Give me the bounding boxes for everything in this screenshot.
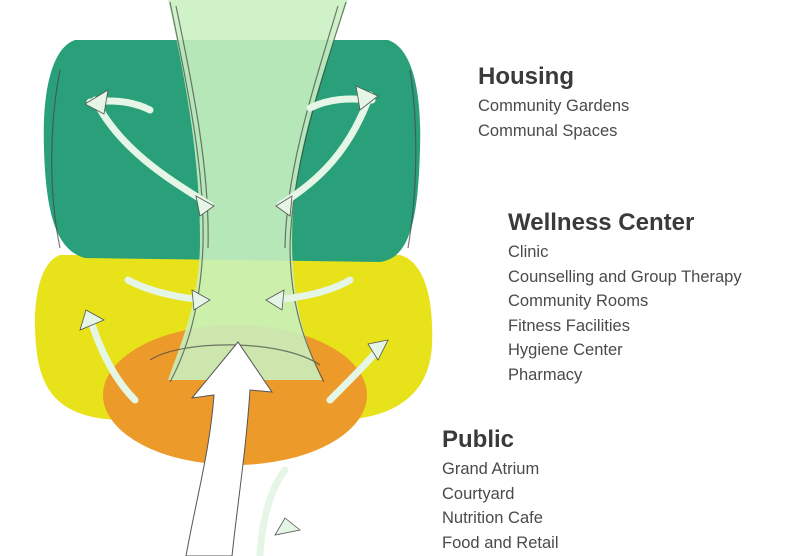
list-item: Clinic [508,240,742,265]
list-item: Counselling and Group Therapy [508,265,742,290]
section-public: Public Grand Atrium Courtyard Nutrition … [442,425,559,555]
list-item: Community Rooms [508,289,742,314]
section-items: Grand Atrium Courtyard Nutrition Cafe Fo… [442,457,559,555]
list-item: Pharmacy [508,363,742,388]
section-items: Community Gardens Communal Spaces [478,94,629,143]
section-title: Housing [478,62,629,92]
section-items: Clinic Counselling and Group Therapy Com… [508,240,742,387]
section-title: Public [442,425,559,455]
section-wellness-center: Wellness Center Clinic Counselling and G… [508,208,742,387]
list-item: Courtyard [442,482,559,507]
list-item: Community Gardens [478,94,629,119]
list-item: Nutrition Cafe [442,506,559,531]
list-item: Fitness Facilities [508,314,742,339]
list-item: Food and Retail [442,531,559,556]
list-item: Hygiene Center [508,338,742,363]
section-housing: Housing Community Gardens Communal Space… [478,62,629,143]
program-sketch-diagram [0,0,470,556]
list-item: Grand Atrium [442,457,559,482]
list-item: Communal Spaces [478,119,629,144]
section-title: Wellness Center [508,208,742,238]
